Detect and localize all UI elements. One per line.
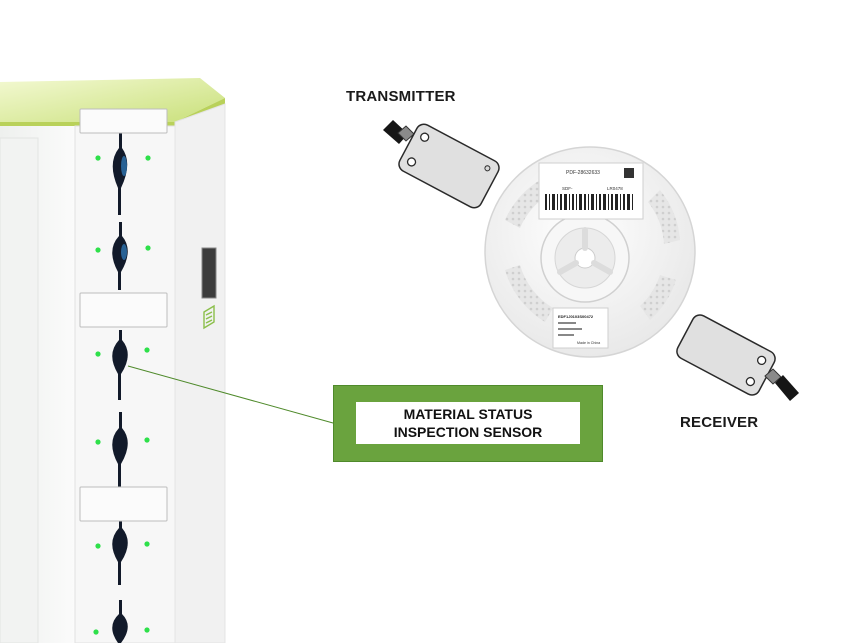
feeder-slot (112, 130, 128, 215)
transmitter-sensor (383, 120, 500, 209)
receiver-label: RECEIVER (680, 414, 759, 431)
side-display (201, 247, 217, 299)
cabinet-right-side (174, 103, 226, 643)
clamp (79, 108, 168, 134)
led (95, 351, 101, 357)
feeder-slot (112, 412, 128, 488)
callout-line-1: MATERIAL STATUS (403, 406, 533, 422)
callout-text-panel: MATERIAL STATUS INSPECTION SENSOR (356, 402, 580, 444)
reel-label-top: PDF-28632633 SDF- LR0478 (538, 162, 644, 220)
led (95, 247, 101, 253)
callout-leader-line (127, 365, 334, 424)
transmitter-label: TRANSMITTER (346, 88, 456, 105)
clamps (79, 108, 168, 522)
clamp (79, 486, 168, 522)
transmitter-cable (383, 120, 408, 144)
receiver-body (676, 314, 776, 396)
feeder-cabinet (0, 78, 226, 643)
feeder-slot (112, 222, 128, 290)
callout-box: MATERIAL STATUS INSPECTION SENSOR (333, 385, 603, 462)
cabinet-left-panel (0, 137, 39, 643)
reel-label-origin: Made in China (577, 341, 600, 345)
receiver-sensor (676, 314, 799, 401)
led (145, 155, 151, 161)
led (95, 543, 101, 549)
feeder-slot (112, 520, 128, 585)
clamp (79, 292, 168, 328)
brand-logo-icon (203, 304, 215, 330)
reel-label-code-suffix: LR0478 (607, 186, 623, 191)
reel-label-code: SDF- (562, 186, 573, 191)
led (144, 437, 150, 443)
component-reel: PDF-28632633 SDF- LR0478 EDF1J (484, 146, 696, 358)
transmitter-body (398, 123, 500, 209)
callout-line-2: INSPECTION SENSOR (393, 424, 543, 440)
led (95, 155, 101, 161)
reel-label-bottom-part-no: EDF1J0103S00472 (558, 314, 594, 319)
led (144, 347, 150, 353)
led (95, 439, 101, 445)
feeder-slot (112, 330, 128, 400)
reel-label-bottom: EDF1J0103S00472 Made in China (552, 307, 609, 349)
reel-label-part-no: PDF-28632633 (566, 170, 600, 176)
status-leds (93, 155, 151, 635)
led (145, 245, 151, 251)
led (93, 629, 99, 635)
feeder-strip (74, 125, 176, 643)
feeder-slot (112, 600, 128, 643)
led (144, 541, 150, 547)
feeder-slots (112, 130, 128, 643)
receiver-cable (775, 375, 799, 401)
led (144, 627, 150, 633)
cabinet-top (0, 78, 225, 122)
